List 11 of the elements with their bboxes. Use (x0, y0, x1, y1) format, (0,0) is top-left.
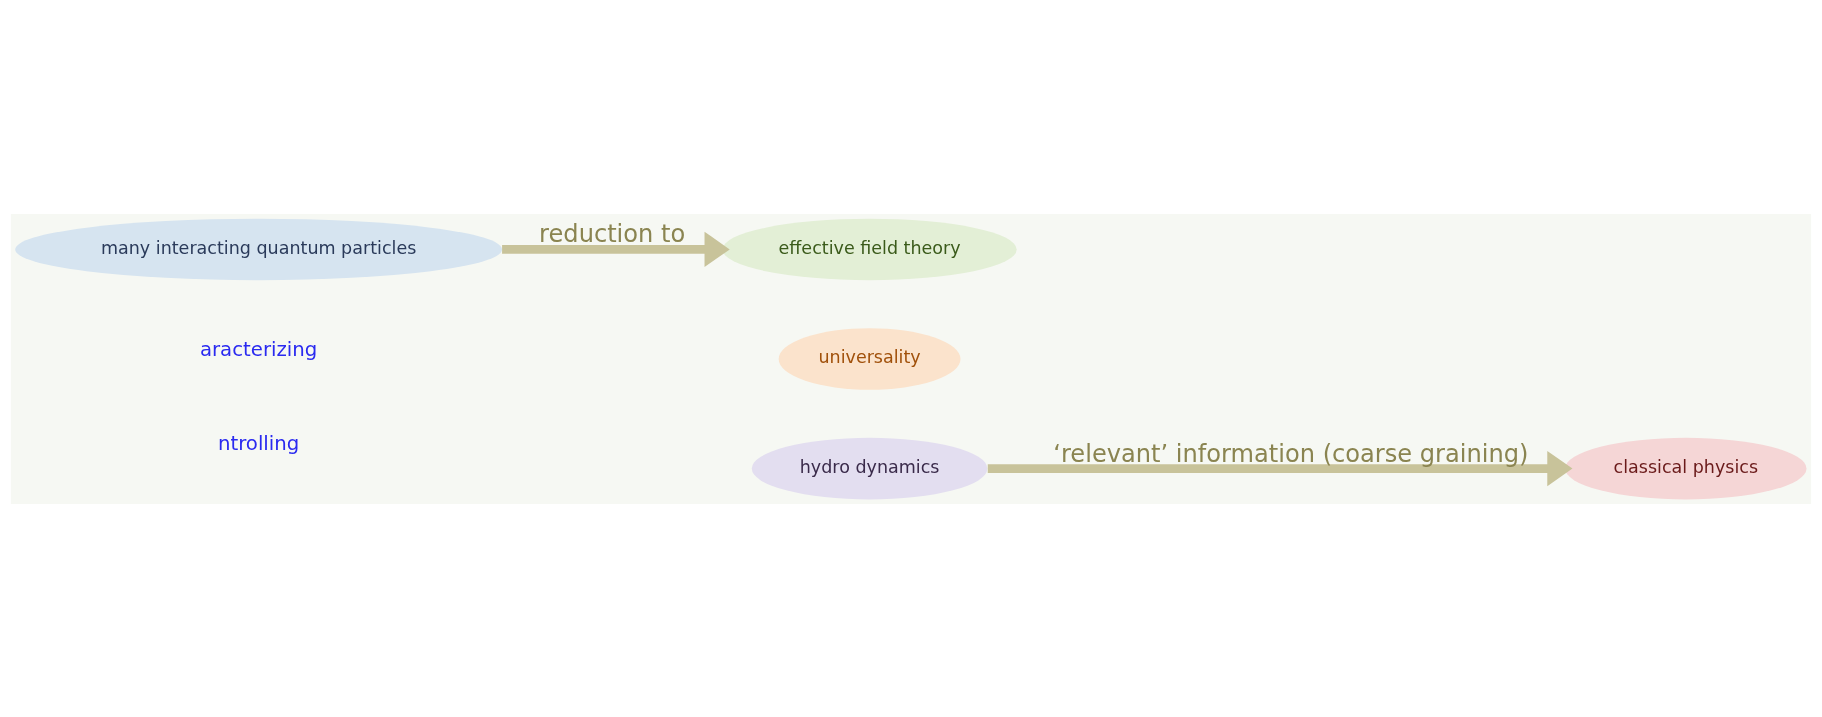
label: ntrolling (217, 431, 300, 455)
node-ellipse: classical physics (1565, 437, 1807, 499)
label: aracterizing (199, 337, 318, 361)
node-ellipse: many interacting quantum particles (15, 218, 503, 280)
node-ellipse: effective field theory (722, 218, 1017, 280)
edge-label: reduction to (539, 219, 686, 248)
arrow (502, 231, 730, 267)
node-ellipse: universality (778, 327, 961, 390)
node-ellipse: hydro dynamics (751, 437, 988, 499)
edge-label: ‘relevant’ information (coarse graining) (1053, 439, 1529, 468)
arrow (987, 450, 1573, 486)
